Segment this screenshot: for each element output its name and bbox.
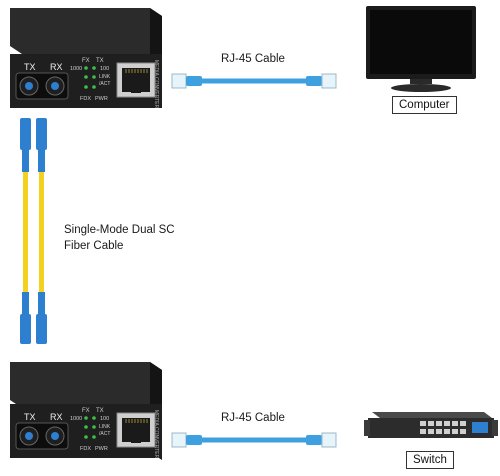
sc-connector-bottom-left — [20, 314, 31, 344]
led-label-pwr-top: PWR — [95, 96, 108, 102]
fiber-strand-right — [39, 172, 44, 292]
rj45-plug-top-right — [322, 74, 336, 88]
led-label-tx-top: TX — [96, 58, 104, 64]
sc-boot-bottom-right — [38, 292, 45, 314]
rj45-port-bottom — [117, 413, 155, 447]
switch-label: Switch — [406, 451, 454, 469]
rx-speed-label-top: 1000 — [70, 66, 82, 72]
fiber-cable — [20, 118, 47, 344]
rj45-plug-bottom-right — [322, 433, 336, 447]
sc-connector-top-left — [20, 118, 31, 150]
media-converter-top: MEDIA CONVERTER TX RX 1000 FX TX 100 LIN… — [10, 8, 162, 109]
switch-rack-ear-right — [492, 420, 498, 436]
computer-label: Computer — [392, 96, 457, 114]
switch-rack-ear-left — [364, 420, 370, 436]
rj45-plug-bottom-left — [172, 433, 186, 447]
sc-connector-bottom-right — [36, 314, 47, 344]
port-label-tx-bottom: TX — [24, 412, 36, 422]
led-label-tx-bottom: TX — [96, 408, 104, 414]
rj45-boot-bottom-left — [186, 435, 202, 445]
rj45-cable-top — [172, 74, 336, 88]
port-label-rx-top: RX — [50, 62, 63, 72]
rj45-boot-top-left — [186, 76, 202, 86]
monitor-screen — [370, 10, 472, 74]
rj45-boot-bottom-right — [306, 435, 322, 445]
computer-monitor — [366, 6, 476, 92]
led-label-100-top: 100 — [100, 66, 109, 72]
fiber-cable-label-line2: Fiber Cable — [64, 239, 123, 254]
rj45-boot-top-right — [306, 76, 322, 86]
converter-top-lid — [10, 8, 162, 54]
led-label-act-bottom: /ACT — [99, 431, 110, 437]
sc-port-bottom — [16, 423, 68, 449]
led-label-act-top: /ACT — [99, 81, 110, 87]
led-label-link-bottom: LINK — [99, 424, 111, 430]
led-label-pwr-bottom: PWR — [95, 446, 108, 452]
led-label-fdx-bottom: FDX — [80, 446, 91, 452]
switch-top — [372, 412, 492, 418]
led-label-100-bottom: 100 — [100, 416, 109, 422]
switch-sfp-slots — [472, 422, 488, 433]
rj45-cable-bottom — [172, 433, 336, 447]
led-label-link-top: LINK — [99, 74, 111, 80]
sc-boot-bottom-left — [22, 292, 29, 314]
monitor-stand — [391, 84, 451, 92]
led-label-fx-top: FX — [82, 58, 90, 64]
led-label-fx-bottom: FX — [82, 408, 90, 414]
network-switch — [364, 412, 498, 438]
fiber-cable-label-line1: Single-Mode Dual SC — [64, 223, 175, 238]
sc-port-top — [16, 73, 68, 99]
rj45-cable-label-bottom: RJ-45 Cable — [221, 411, 285, 426]
monitor-neck — [410, 79, 432, 84]
sc-connector-top-right — [36, 118, 47, 150]
rj45-cable-label-top: RJ-45 Cable — [221, 52, 285, 67]
sc-boot-top-right — [38, 150, 45, 172]
media-converter-bottom: MEDIA CONVERTER TX RX 1000 FX TX 100 LIN… — [10, 362, 162, 460]
rj45-plug-top-left — [172, 74, 186, 88]
port-label-rx-bottom: RX — [50, 412, 63, 422]
led-label-fdx-top: FDX — [80, 96, 91, 102]
fiber-strand-left — [23, 172, 28, 292]
rx-speed-label-bottom: 1000 — [70, 416, 82, 422]
converter-bottom-lid — [10, 362, 162, 408]
rj45-port-top — [117, 63, 155, 97]
port-label-tx-top: TX — [24, 62, 36, 72]
sc-boot-top-left — [22, 150, 29, 172]
